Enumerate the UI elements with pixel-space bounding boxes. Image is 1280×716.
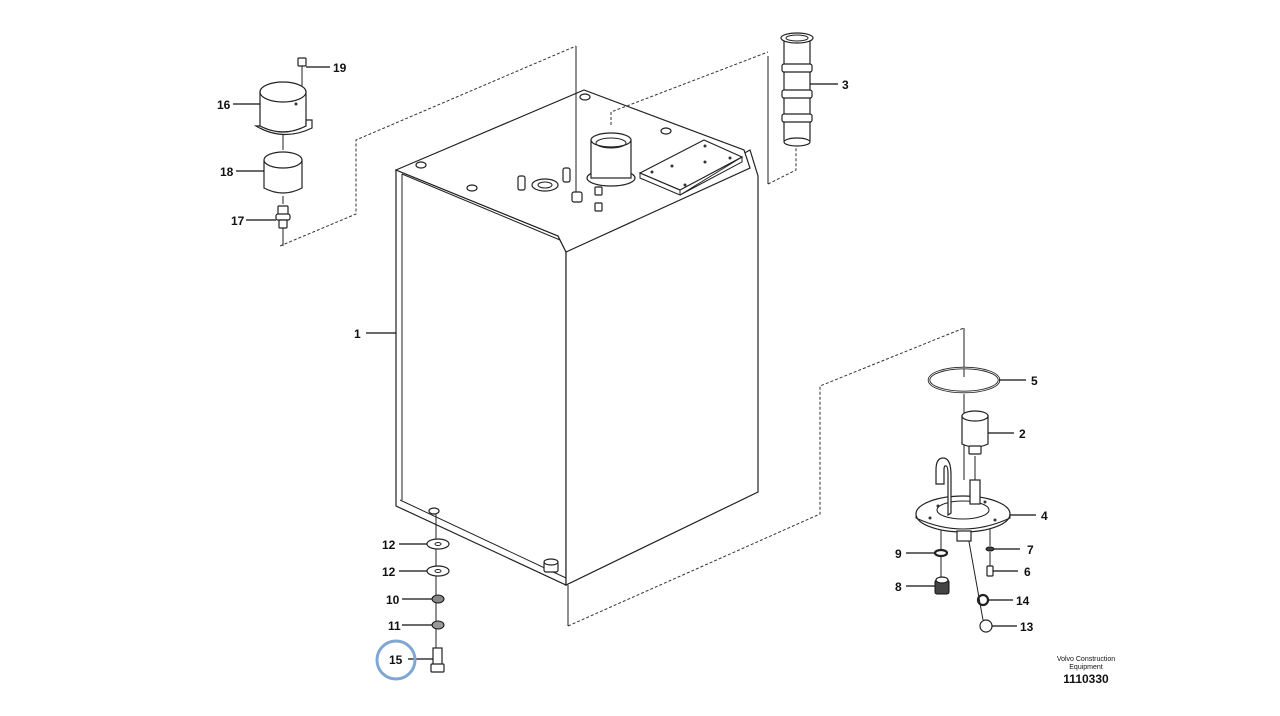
credit-line-1: Volvo Construction [1056,656,1116,663]
washer-10[interactable] [431,594,445,604]
plug-13[interactable] [979,619,993,633]
credit-line-2: Equipment [1069,664,1103,671]
callout-3[interactable]: 3 [842,78,849,92]
leader-lines [233,66,1036,660]
callout-highlight-ring [375,639,417,681]
filler-strainer-3[interactable] [780,32,814,147]
document-number: 1110330 [1063,672,1109,686]
screw-19[interactable] [297,57,307,72]
callout-10[interactable]: 10 [386,593,400,607]
callout-15[interactable]: 15 [389,653,403,667]
callout-14[interactable]: 14 [1016,594,1030,608]
o-ring-9[interactable] [933,548,949,558]
callout-5[interactable]: 5 [1031,374,1038,388]
flange-4[interactable] [915,457,1011,542]
nipple-17[interactable] [275,205,291,229]
callout-6[interactable]: 6 [1024,565,1031,579]
shim-12-lower[interactable] [426,565,450,577]
callout-12-upper[interactable]: 12 [382,538,396,552]
drain-plug-8[interactable] [934,576,950,595]
callout-9[interactable]: 9 [895,547,902,561]
breather-filter-18[interactable] [263,151,303,194]
bolt-15[interactable] [430,647,445,673]
callout-7[interactable]: 7 [1027,543,1034,557]
nut-11[interactable] [431,620,445,630]
screw-6[interactable] [986,565,994,577]
callout-13[interactable]: 13 [1020,620,1034,634]
publisher-credit: Volvo Construction Equipment 1110330 [1040,656,1132,687]
shim-12-upper[interactable] [426,538,450,550]
callout-11[interactable]: 11 [388,619,401,633]
callout-19[interactable]: 19 [333,61,347,75]
cover-16[interactable] [253,81,313,136]
callout-2[interactable]: 2 [1019,427,1026,441]
callout-4[interactable]: 4 [1041,509,1048,523]
callout-16[interactable]: 16 [217,98,231,112]
callout-12-lower[interactable]: 12 [382,565,396,579]
callout-8[interactable]: 8 [895,580,902,594]
washer-7[interactable] [985,546,995,552]
callout-17[interactable]: 17 [231,214,245,228]
callout-1[interactable]: 1 [354,327,361,341]
callout-18[interactable]: 18 [220,165,234,179]
sensor-2[interactable] [961,410,989,455]
tank-body[interactable] [394,89,759,586]
